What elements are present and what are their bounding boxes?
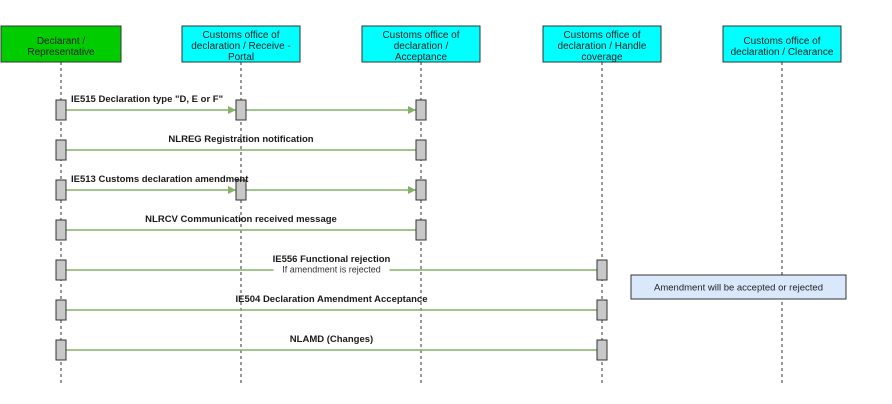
activation-bar xyxy=(55,99,67,121)
message-label: IE515 Declaration type "D, E or F" xyxy=(71,94,223,105)
activation-bar xyxy=(55,259,67,281)
message-arrow-b-arrowhead xyxy=(408,106,416,114)
participant-title-line: declaration / xyxy=(394,41,449,52)
participant-title-line: Acceptance xyxy=(395,52,448,63)
activation-bar xyxy=(596,339,608,361)
participant-title-line: declaration / Handle xyxy=(558,41,647,52)
activation-bar xyxy=(415,179,427,201)
message-label: NLREG Registration notification xyxy=(168,134,313,145)
message-label: NLAMD (Changes) xyxy=(290,334,373,345)
note-box xyxy=(630,274,847,300)
activation-bar xyxy=(55,219,67,241)
activation-bar xyxy=(235,179,247,201)
condition-label: If amendment is rejected xyxy=(282,265,381,275)
activation-bar xyxy=(415,139,427,161)
activation-bar xyxy=(55,179,67,201)
participant-box-clearance xyxy=(722,25,842,63)
activation-bar xyxy=(596,259,608,281)
note-text: Amendment will be accepted or rejected xyxy=(654,283,823,294)
message-arrow-b-arrowhead xyxy=(408,186,416,194)
activation-bar xyxy=(55,139,67,161)
participant-title-line: Customs office of xyxy=(382,30,459,41)
message-label: IE504 Declaration Amendment Acceptance xyxy=(235,294,427,305)
participant-box-declarant xyxy=(0,25,122,63)
activation-bar xyxy=(415,219,427,241)
activation-bar xyxy=(55,299,67,321)
message-arrow-a-arrowhead xyxy=(228,106,236,114)
message-label: IE513 Customs declaration amendment xyxy=(71,174,249,185)
message-arrow-a-arrowhead xyxy=(228,186,236,194)
participant-title-line: Customs office of xyxy=(202,30,279,41)
participant-box-receive-portal xyxy=(181,25,301,63)
participant-title-line: declaration / Receive - xyxy=(191,41,291,52)
participant-title-line: Customs office of xyxy=(743,36,820,47)
condition-label-bg xyxy=(273,264,390,274)
participant-box-handle-coverage xyxy=(542,25,662,63)
message-label: NLRCV Communication received message xyxy=(145,214,337,225)
participant-title-line: Customs office of xyxy=(563,30,640,41)
participant-title-line: Declarant / xyxy=(37,36,86,47)
participant-title-line: Representative xyxy=(27,47,95,58)
message-label: IE556 Functional rejection xyxy=(273,254,391,265)
participant-box-acceptance xyxy=(361,25,481,63)
participant-title-line: declaration / Clearance xyxy=(731,47,834,58)
activation-bar xyxy=(55,339,67,361)
activation-bar xyxy=(596,299,608,321)
participant-title-line: Portal xyxy=(228,52,254,63)
activation-bar xyxy=(415,99,427,121)
participant-title-line: coverage xyxy=(581,52,623,63)
activation-bar xyxy=(235,99,247,121)
